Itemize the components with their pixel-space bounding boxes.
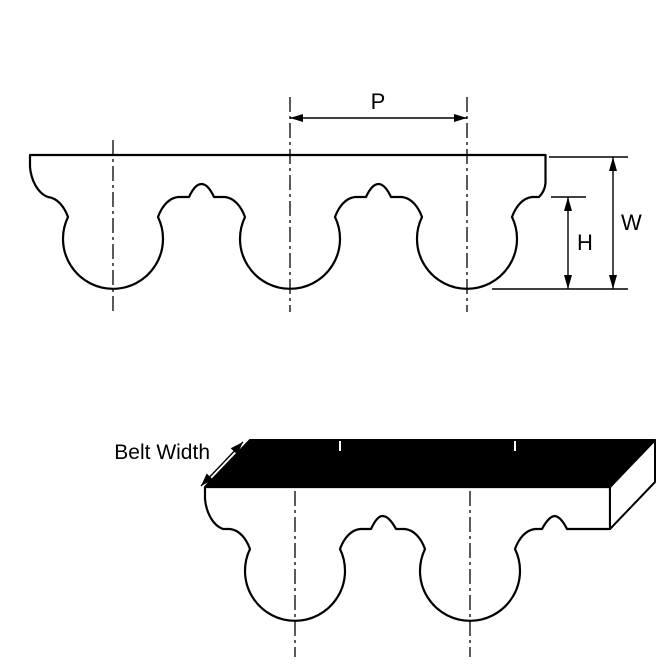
tooth-centerlines [112, 97, 468, 312]
arrowhead-down-icon [609, 275, 617, 289]
height-dimension: H [551, 196, 593, 289]
height-label: H [577, 230, 593, 255]
pitch-label: P [371, 89, 386, 114]
arrowhead-lower-icon [201, 473, 214, 486]
arrowhead-up-icon [609, 157, 617, 171]
belt-front-face [203, 485, 612, 622]
belt-profile-outline [28, 153, 547, 290]
pitch-dimension: P [290, 89, 467, 122]
belt-top-face [204, 439, 656, 488]
belt-width-label: Belt Width [114, 441, 210, 464]
isometric-view: Belt Width [114, 439, 656, 657]
profile-view: P W H [28, 89, 642, 312]
width-dimension: W [492, 156, 642, 290]
arrowhead-left-icon [290, 114, 303, 122]
arrowhead-up-icon [564, 197, 572, 211]
arrowhead-upper-icon [230, 442, 243, 455]
width-label: W [621, 210, 642, 235]
top-face-groove-ticks [339, 441, 516, 451]
arrowhead-right-icon [454, 114, 467, 122]
tooth-centerlines [294, 491, 471, 657]
belt-width-dimension: Belt Width [114, 441, 244, 487]
arrowhead-down-icon [564, 275, 572, 289]
